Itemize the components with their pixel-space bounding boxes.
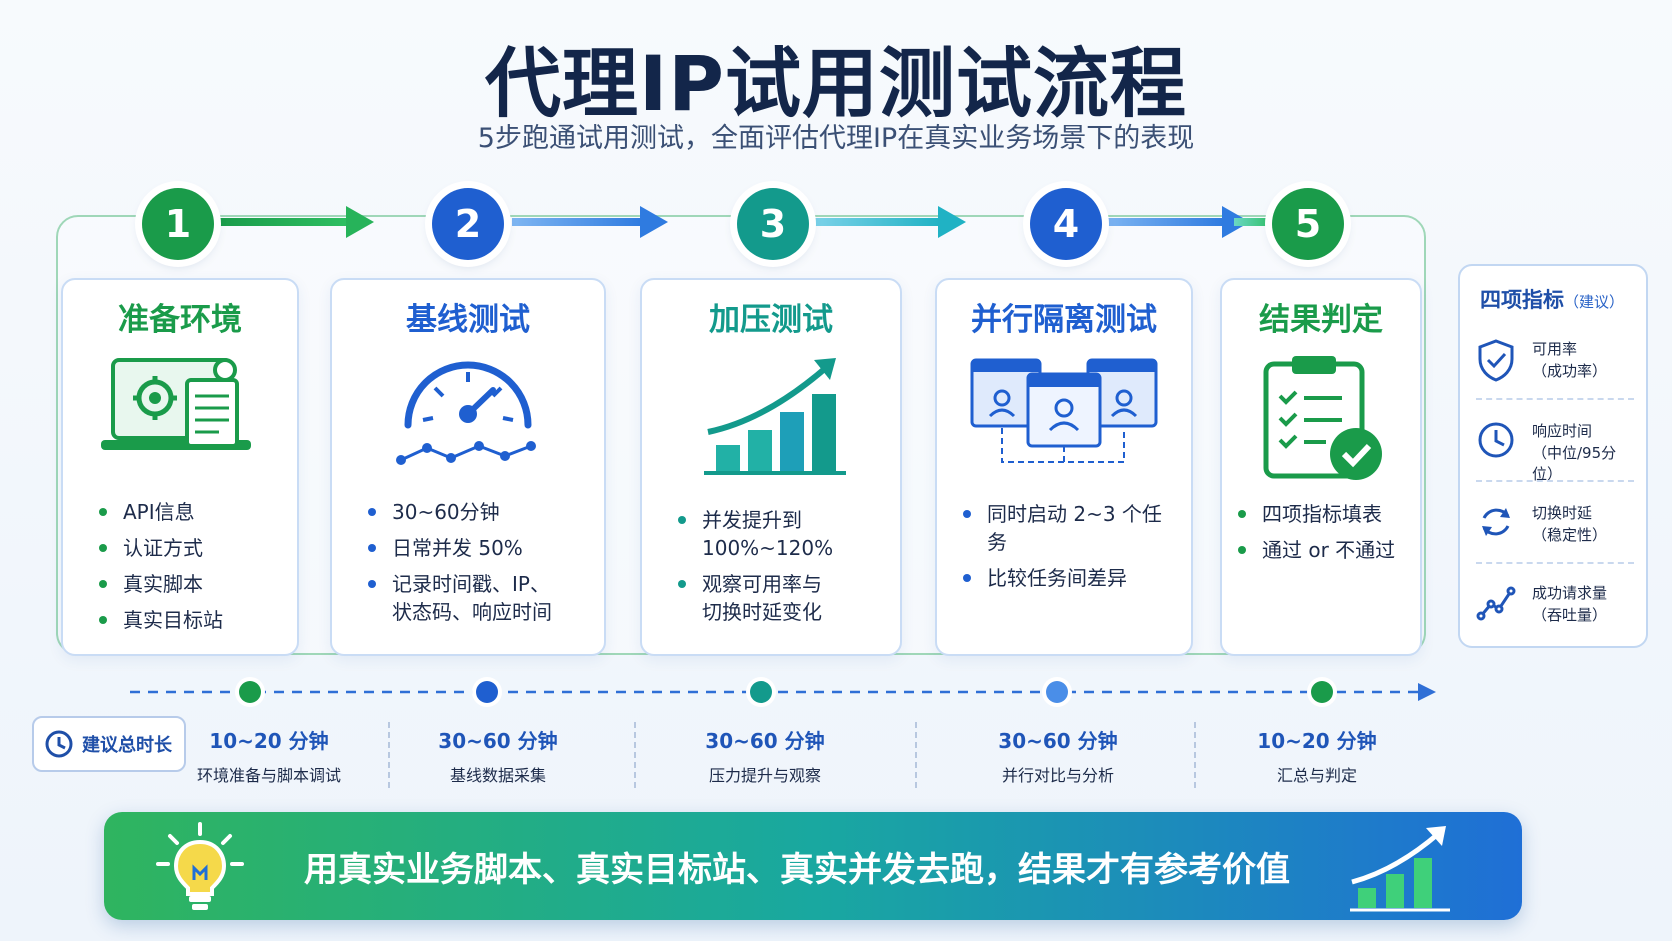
parallel-windows-icon xyxy=(937,350,1191,480)
step-title: 准备环境 xyxy=(118,302,242,338)
bullet-item: 真实目标站 xyxy=(97,606,287,634)
timeline-item: 10~20 分钟 汇总与判定 xyxy=(1192,725,1442,786)
bullet-item: 比较任务间差异 xyxy=(961,564,1181,592)
bullet-item: 同时启动 2~3 个任务 xyxy=(961,500,1181,556)
step-2-badge: 2 xyxy=(432,188,504,260)
metric-sub: （稳定性） xyxy=(1532,526,1608,544)
timeline-item: 10~20 分钟 环境准备与脚本调试 xyxy=(144,725,394,786)
timeline-desc: 压力提升与观察 xyxy=(708,766,821,785)
step-card-prepare: 准备环境 API信息 认证方式 真实脚本 真实目标站 xyxy=(61,278,299,656)
bullet-item: 四项指标填表 xyxy=(1236,500,1410,528)
takeaway-banner: 用真实业务脚本、真实目标站、真实并发去跑，结果才有参考价值 xyxy=(104,812,1522,920)
step-bullets: 并发提升到 100%~120% 观察可用率与 切换时延变化 xyxy=(676,506,890,634)
timeline-separator xyxy=(634,722,636,788)
timeline-dot-4 xyxy=(1046,681,1068,703)
clock-icon xyxy=(1478,422,1514,458)
metric-sub: （吞吐量） xyxy=(1532,606,1608,624)
metric-divider xyxy=(1476,480,1634,482)
page-subtitle: 5步跑通试用测试，全面评估代理IP在真实业务场景下的表现 xyxy=(477,123,1195,154)
bullet-item: API信息 xyxy=(97,498,287,526)
metric-throughput: 成功请求量 （吞吐量） xyxy=(1476,570,1636,648)
step-title: 加压测试 xyxy=(709,302,833,338)
refresh-icon xyxy=(1482,508,1510,536)
step-title: 结果判定 xyxy=(1259,302,1383,338)
step-bullets: API信息 认证方式 真实脚本 真实目标站 xyxy=(97,498,287,642)
step-3-badge: 3 xyxy=(737,188,809,260)
bullet-item: 日常并发 50% xyxy=(366,534,594,562)
arrow-4-5 xyxy=(1104,206,1250,238)
timeline-dot-5 xyxy=(1311,681,1333,703)
step-bullets: 30~60分钟 日常并发 50% 记录时间戳、IP、 状态码、响应时间 xyxy=(366,498,594,634)
step-title: 并行隔离测试 xyxy=(971,302,1157,338)
timeline-separator xyxy=(915,722,917,788)
duration-label: 建议总时长 xyxy=(82,735,172,756)
arrow-1-2 xyxy=(218,206,374,238)
metric-latency: 响应时间 （中位/95分位） xyxy=(1476,408,1636,486)
banner-text: 用真实业务脚本、真实目标站、真实并发去跑，结果才有参考价值 xyxy=(304,850,1290,890)
timeline-duration: 10~20 分钟 xyxy=(209,729,329,753)
step-card-stress: 加压测试 并发提升到 100%~120% 观察可用率与 切换时延变化 xyxy=(640,278,902,656)
timeline-desc: 并行对比与分析 xyxy=(1001,766,1114,785)
metric-name: 可用率 xyxy=(1532,340,1578,358)
step-4-badge: 4 xyxy=(1030,188,1102,260)
metric-divider xyxy=(1476,398,1634,400)
growth-chart-icon xyxy=(1350,826,1450,912)
step-1-badge: 1 xyxy=(142,188,214,260)
metric-name: 响应时间 xyxy=(1532,422,1593,440)
metric-name: 成功请求量 xyxy=(1532,584,1608,602)
bullet-item: 通过 or 不通过 xyxy=(1236,536,1410,564)
duration-badge: 建议总时长 xyxy=(32,716,186,772)
bullet-item: 真实脚本 xyxy=(97,570,287,598)
bullet-item: 并发提升到 100%~120% xyxy=(676,506,890,562)
timeline-dot-2 xyxy=(476,681,498,703)
metric-availability: 可用率 （成功率） xyxy=(1476,326,1636,404)
timeline-dot-1 xyxy=(239,681,261,703)
timeline-item: 30~60 分钟 基线数据采集 xyxy=(373,725,623,786)
page-title: 代理IP试用测试流程 xyxy=(485,39,1187,128)
metric-sub: （成功率） xyxy=(1532,362,1608,380)
metric-name: 切换时延 xyxy=(1532,504,1593,522)
metric-switch-latency: 切换时延 （稳定性） xyxy=(1476,490,1636,568)
timeline-desc: 基线数据采集 xyxy=(449,766,546,785)
timeline-duration: 30~60 分钟 xyxy=(998,729,1118,753)
timeline-duration: 30~60 分钟 xyxy=(705,729,825,753)
clipboard-check-icon xyxy=(1222,350,1420,480)
shield-check-icon xyxy=(1478,339,1514,382)
arrow-3-4 xyxy=(810,206,966,238)
metric-sub: （中位/95分位） xyxy=(1532,444,1617,483)
bar-growth-icon xyxy=(642,350,900,480)
metric-divider xyxy=(1476,562,1634,564)
bullet-item: 认证方式 xyxy=(97,534,287,562)
clock-icon xyxy=(45,730,73,758)
metrics-panel-title: 四项指标（建议） xyxy=(1480,288,1625,312)
step-card-result: 结果判定 四项指标填表 通过 or 不通过 xyxy=(1220,278,1422,656)
gauge-icon xyxy=(332,350,604,480)
timeline-desc: 汇总与判定 xyxy=(1276,766,1357,785)
timeline-item: 30~60 分钟 压力提升与观察 xyxy=(640,725,890,786)
timeline-separator xyxy=(388,722,390,788)
metrics-panel: 四项指标（建议） 可用率 （成功率） 响应时间 （中位/95分位） 切换时延 （… xyxy=(1458,264,1648,648)
step-card-baseline: 基线测试 30~60分钟 日常并发 50% 记录时间戳、IP、 状态码、响应时间 xyxy=(330,278,606,656)
bullet-item: 观察可用率与 切换时延变化 xyxy=(676,570,890,626)
step-bullets: 四项指标填表 通过 or 不通过 xyxy=(1236,500,1410,572)
bullet-item: 30~60分钟 xyxy=(366,498,594,526)
step-title: 基线测试 xyxy=(406,302,530,338)
timeline-item: 30~60 分钟 并行对比与分析 xyxy=(933,725,1183,786)
bullet-item: 记录时间戳、IP、 状态码、响应时间 xyxy=(366,570,594,626)
step-bullets: 同时启动 2~3 个任务 比较任务间差异 xyxy=(961,500,1181,600)
timeline-separator xyxy=(1194,722,1196,788)
line-trend-icon xyxy=(1476,586,1516,621)
timeline-desc: 环境准备与脚本调试 xyxy=(196,766,341,785)
laptop-gear-icon xyxy=(63,350,297,480)
timeline-duration: 10~20 分钟 xyxy=(1257,729,1377,753)
lightbulb-icon xyxy=(156,822,244,910)
arrow-2-3 xyxy=(512,206,668,238)
step-card-parallel: 并行隔离测试 同时启动 2~3 个任务 比较任务间差异 xyxy=(935,278,1193,656)
metrics-panel-note: （建议） xyxy=(1564,293,1625,311)
timeline-duration: 30~60 分钟 xyxy=(438,729,558,753)
timeline-dot-3 xyxy=(750,681,772,703)
step-5-badge: 5 xyxy=(1272,188,1344,260)
